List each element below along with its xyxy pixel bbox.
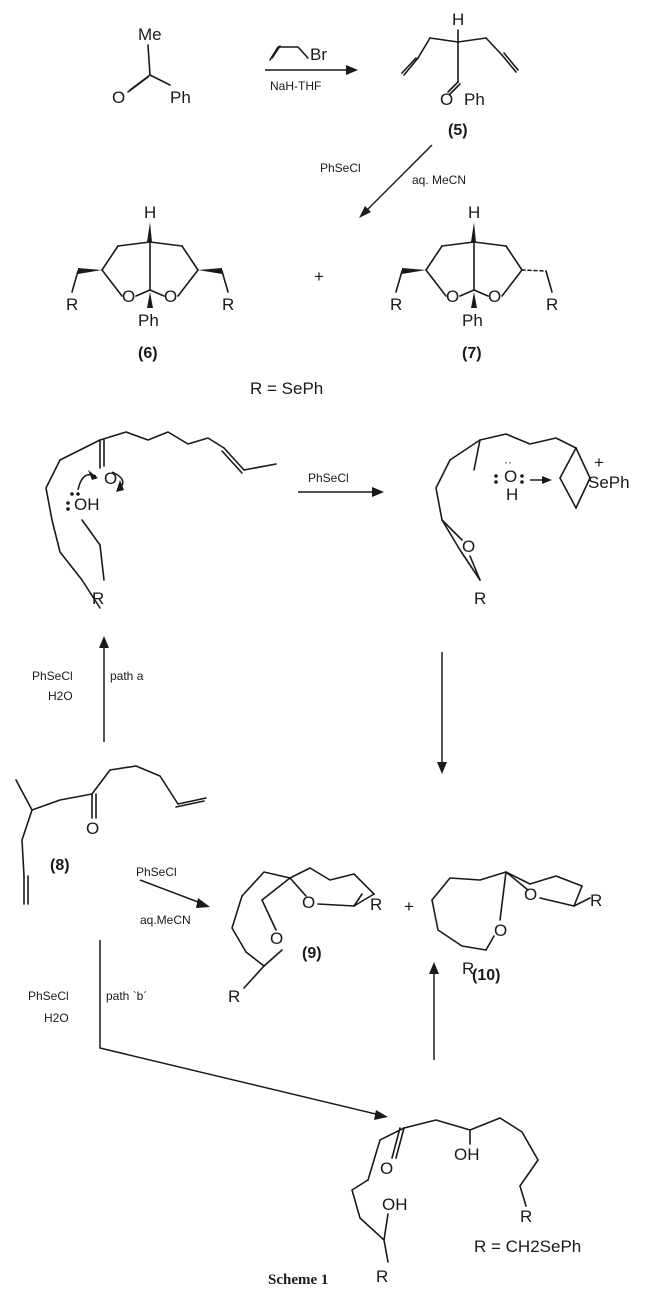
hemiketal-r-group: R <box>474 589 486 608</box>
seleniranium-charge: + <box>594 453 604 472</box>
spiroketal-10-r-bottom: R <box>462 959 474 978</box>
scheme-caption: Scheme 1 <box>268 1272 328 1288</box>
compound-5-label: (5) <box>448 122 468 139</box>
dihydroxy-r-lower: R <box>376 1267 388 1286</box>
compound-6-label: (6) <box>138 345 158 362</box>
step2-arrow <box>361 144 433 216</box>
path-a-reagent: PhSeCl <box>32 669 73 683</box>
path-b-label: path `b´ <box>106 989 147 1003</box>
oxygen-lone-pair-dots: ·· <box>504 455 512 469</box>
hemiketal-seleniranium: O H ·· SePh + O R <box>435 433 630 608</box>
path-b-water: H2O <box>44 1011 69 1025</box>
ring-fusion-h-6-label: H <box>144 203 156 222</box>
r-group-7-right: R <box>546 295 558 314</box>
spiroketal-9-r-right: R <box>370 895 382 914</box>
bottom-up-arrowhead <box>429 962 439 974</box>
carbonyl-oxygen-label: O <box>112 88 125 107</box>
dihydroxy-ketone-oxygen: O <box>380 1159 393 1178</box>
compound-9-label: (9) <box>302 945 322 962</box>
dihydroxy-hydroxyl-upper: OH <box>454 1145 480 1164</box>
mechanism-down-arrow-group <box>437 652 447 774</box>
step4-arrow <box>139 879 207 906</box>
bicyclic-acetal-6: H O O R R Ph (6) <box>66 203 234 362</box>
phenyl-6-label: Ph <box>138 311 159 330</box>
ketone-5-oxygen-label: O <box>440 90 453 109</box>
path-b-group: PhSeCl path `b´ H2O <box>28 940 388 1120</box>
step1-condition: NaH-THF <box>270 79 321 93</box>
path-a-group: PhSeCl path a H2O <box>32 636 144 742</box>
compound-7-label: (7) <box>462 345 482 362</box>
mechanism-down-arrowhead <box>437 762 447 774</box>
ring-oxygen-7-left: O <box>446 287 459 306</box>
spiroketal-10-oxygen-b: O <box>494 921 507 940</box>
hemiketal-hydrogen-label: H <box>506 485 518 504</box>
step4-arrowhead <box>196 898 210 908</box>
hemiketal-ring-oxygen: O <box>462 537 475 556</box>
step1-arrowhead <box>346 65 358 75</box>
r-definition-top: R = SePh <box>250 379 323 398</box>
diene-ketone-8: O (8) <box>15 765 207 905</box>
r-definition-bottom: R = CH2SePh <box>474 1237 581 1256</box>
path-a-arrowhead <box>99 636 109 648</box>
ring-fusion-h-7-label: H <box>468 203 480 222</box>
plus-sign-top: + <box>314 267 324 286</box>
step4-solvent: aq.MeCN <box>140 913 191 927</box>
ring-oxygen-6-left: O <box>122 287 135 306</box>
bicyclic-acetal-7: H O O R R Ph (7) <box>390 203 558 362</box>
mechanism-hydroxyl-label: OH <box>74 495 100 514</box>
seleniranium-label: SePh <box>588 473 630 492</box>
spiroketal-10: O R O R (10) <box>431 871 602 984</box>
path-a-water: H2O <box>48 689 73 703</box>
hemiketal-oxygen-label: O <box>504 467 517 486</box>
hydroxy-ketone-intermediate: O OH R <box>45 431 277 609</box>
plus-sign-bottom: + <box>404 897 414 916</box>
phenyl-7-label: Ph <box>462 311 483 330</box>
spiroketal-9-oxygen-a: O <box>302 893 315 912</box>
compound-10-label: (10) <box>472 967 500 984</box>
alpha-hydrogen-label: H <box>452 10 464 29</box>
diallyl-ketone-5: H O Ph (5) <box>401 10 519 139</box>
dihydroxy-r-upper: R <box>520 1207 532 1226</box>
path-b-arrowhead <box>374 1110 388 1120</box>
dihydroxy-hydroxyl-lower: OH <box>382 1195 408 1214</box>
compound-8-label: (8) <box>50 857 70 874</box>
step4-arrow-group: PhSeCl aq.MeCN <box>136 865 210 927</box>
step4-reagent: PhSeCl <box>136 865 177 879</box>
mechanism-ketone-oxygen: O <box>104 469 117 488</box>
ring-oxygen-6-right: O <box>164 287 177 306</box>
ring-oxygen-7-right: O <box>488 287 501 306</box>
step3-reagent: PhSeCl <box>308 471 349 485</box>
path-b-arrow <box>99 940 385 1117</box>
spiroketal-10-oxygen-a: O <box>524 885 537 904</box>
spiroketal-9-r-left: R <box>228 987 240 1006</box>
diene-ketone-oxygen: O <box>86 819 99 838</box>
step3-arrowhead <box>372 487 384 497</box>
step1-reagents: Br NaH-THF <box>265 45 358 93</box>
spiroketal-10-r-right: R <box>590 891 602 910</box>
up-arrow-to-spiroketals <box>429 962 439 1060</box>
phenyl-label: Ph <box>170 88 191 107</box>
mechanism-r-group: R <box>92 589 104 608</box>
step2-arrow-group: PhSeCl aq. MeCN <box>320 144 466 218</box>
acetophenone-structure: Me O Ph <box>112 25 191 107</box>
r-group-7-left: R <box>390 295 402 314</box>
path-a-label: path a <box>110 669 144 683</box>
methyl-label: Me <box>138 25 162 44</box>
path-b-reagent: PhSeCl <box>28 989 69 1003</box>
r-group-6-right: R <box>222 295 234 314</box>
step3-arrow-group: PhSeCl <box>298 471 384 497</box>
spiroketal-9: O R O R (9) <box>228 867 382 1006</box>
step2-solvent: aq. MeCN <box>412 173 466 187</box>
step2-reagent: PhSeCl <box>320 161 361 175</box>
step2-arrowhead <box>359 206 371 218</box>
bromine-label: Br <box>310 45 327 64</box>
r-group-6-left: R <box>66 295 78 314</box>
ketone-5-phenyl-label: Ph <box>464 90 485 109</box>
spiroketal-9-oxygen-b: O <box>270 929 283 948</box>
dihydroxy-ketone: O OH R OH R <box>351 1117 539 1286</box>
